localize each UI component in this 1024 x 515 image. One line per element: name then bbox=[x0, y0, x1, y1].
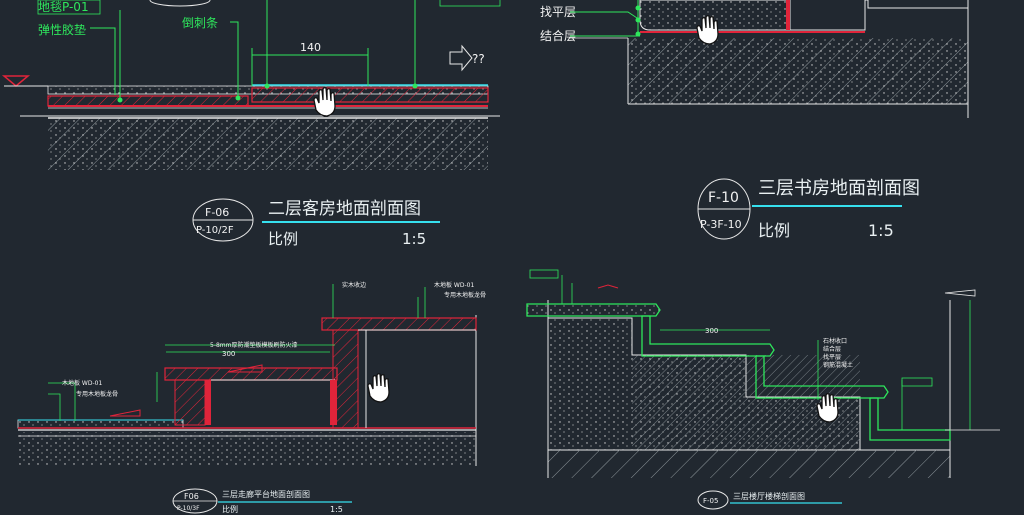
panel2-leader-dot bbox=[635, 31, 641, 37]
panel2-scale-value: 1:5 bbox=[868, 221, 894, 240]
panel3-floor-low bbox=[17, 419, 184, 429]
panel3-keel-post bbox=[205, 380, 211, 425]
panel1-tile-layer bbox=[251, 87, 489, 103]
panel4-label-frame bbox=[901, 377, 933, 387]
level-marker-icon bbox=[944, 289, 976, 297]
panel2-label-leveling: 找平层 bbox=[540, 5, 576, 19]
panel1-leader-dot bbox=[412, 83, 418, 89]
panel3-bubble-top: F06 bbox=[184, 492, 199, 501]
panel1-ref-mark: ?? bbox=[472, 52, 485, 66]
panel2-scale-label: 比例 bbox=[758, 221, 790, 240]
panel2-leader-leveling bbox=[570, 11, 641, 21]
panel4-label-frame bbox=[529, 269, 559, 279]
panel3-title: 三层走廊平台地面剖面图 bbox=[222, 489, 310, 499]
panel3-label-top-a: 实木收边 bbox=[342, 281, 366, 289]
panel3-label-board: 5-8mm厚防潮垫板模板刷防火漆 bbox=[210, 341, 298, 349]
panel1-bubble-top: F-06 bbox=[205, 206, 229, 219]
panel4-bubble-top: F-05 bbox=[703, 497, 718, 505]
level-marker-icon bbox=[227, 364, 263, 373]
panel4-mark bbox=[597, 284, 619, 289]
panel2-leader-dot bbox=[635, 5, 641, 11]
level-marker-icon bbox=[1, 75, 31, 87]
panel2-section-drawing: 找平层 结合层 F-10 P-3F-10 三层书房地面剖面图 比例 1:5 bbox=[540, 0, 969, 240]
panel1-scale-label: 比例 bbox=[268, 230, 298, 248]
panel2-red-edge bbox=[786, 0, 790, 30]
panel3-label-top-b: 木地板 WD-01 bbox=[434, 281, 474, 289]
panel1-leader-dot bbox=[264, 83, 270, 89]
panel1-pad-layer bbox=[47, 95, 249, 107]
panel3-section-drawing: 300 5-8mm厚防潮垫板模板刷防火漆 木地板 WD-01 专用木地板龙骨 实… bbox=[17, 281, 486, 514]
panel4-label-stone-c: 找平层 bbox=[823, 353, 841, 361]
panel1-leader-pad bbox=[90, 27, 116, 95]
panel3-leader-keel bbox=[48, 393, 61, 421]
panel1-bubble-bottom: P-10/2F bbox=[196, 225, 234, 236]
panel3-scale-label: 比例 bbox=[222, 504, 238, 514]
section-bubble-icon bbox=[697, 490, 729, 510]
panel1-section-drawing: 140 地毯P-01 弹性胶垫 倒刺条 ?? F-06 P-10/2F 二层客房… bbox=[1, 0, 501, 248]
hand-cursor-icon bbox=[367, 373, 390, 403]
panel3-top-riser bbox=[332, 329, 359, 429]
panel4-dimension-text: 300 bbox=[705, 327, 718, 335]
panel1-cut-bubble bbox=[149, 0, 211, 7]
panel3-leader-floor bbox=[48, 382, 76, 421]
arrow-right-icon bbox=[449, 44, 473, 72]
panel4-label-stone-b: 结合层 bbox=[823, 345, 841, 353]
panel1-leader-dot bbox=[117, 97, 123, 103]
panel2-concrete-aggregate bbox=[628, 38, 968, 104]
panel2-top-outline bbox=[865, 0, 968, 9]
panel3-bubble-bottom: P-10/3F bbox=[177, 505, 200, 512]
panel4-slab bbox=[548, 450, 950, 478]
panel1-leader-dot bbox=[235, 95, 241, 101]
panel1-label-frame bbox=[37, 0, 101, 15]
panel2-title: 三层书房地面剖面图 bbox=[758, 178, 920, 199]
panel2-leader-dot bbox=[635, 17, 641, 23]
panel1-concrete-aggregate bbox=[48, 118, 488, 170]
panel1-label-material: 地毯P-01 bbox=[38, 0, 89, 14]
panel4-tread-second bbox=[641, 315, 775, 357]
panel1-scale-value: 1:5 bbox=[402, 230, 426, 248]
panel3-dimension-text: 300 bbox=[222, 350, 235, 358]
panel1-title: 二层客房地面剖面图 bbox=[268, 199, 421, 219]
panel4-title: 三层楼厅楼梯剖面图 bbox=[733, 491, 805, 501]
panel4-label-stone-a: 石材收口 bbox=[823, 337, 847, 345]
panel4-section-drawing: 300 石材收口 结合层 找平层 钢筋混凝土 F-05 三层楼厅楼梯剖面图 bbox=[526, 269, 1000, 510]
panel3-mid-riser bbox=[174, 379, 206, 426]
panel2-step-outline bbox=[790, 0, 866, 31]
panel3-platform-mid bbox=[164, 367, 338, 381]
panel2-bubble-top: F-10 bbox=[708, 190, 739, 206]
panel3-label-keel: 专用木地板龙骨 bbox=[76, 390, 118, 398]
panel4-tread-bottom bbox=[869, 397, 951, 441]
panel1-leader-strip bbox=[230, 21, 239, 98]
panel3-slab bbox=[18, 432, 476, 466]
panel2-bubble-bottom: P-3F-10 bbox=[700, 218, 742, 231]
panel2-label-bond: 结合层 bbox=[540, 28, 576, 43]
panel3-label-floor: 木地板 WD-01 bbox=[62, 379, 102, 387]
panel3-platform-top bbox=[321, 317, 477, 331]
panel1-top-label-frame bbox=[439, 0, 501, 7]
panel4-tread-third bbox=[755, 355, 889, 399]
panel1-dimension-text: 140 bbox=[300, 41, 321, 54]
panel1-label-strip: 倒刺条 bbox=[182, 16, 218, 30]
panel4-tread-top bbox=[526, 303, 661, 317]
panel3-label-top-c: 专用木地板龙骨 bbox=[444, 291, 486, 299]
level-marker-icon bbox=[109, 409, 141, 417]
panel1-label-pad: 弹性胶垫 bbox=[38, 22, 86, 37]
panel3-scale-value: 1:5 bbox=[330, 505, 343, 514]
panel4-label-stone-d: 钢筋混凝土 bbox=[823, 361, 853, 369]
